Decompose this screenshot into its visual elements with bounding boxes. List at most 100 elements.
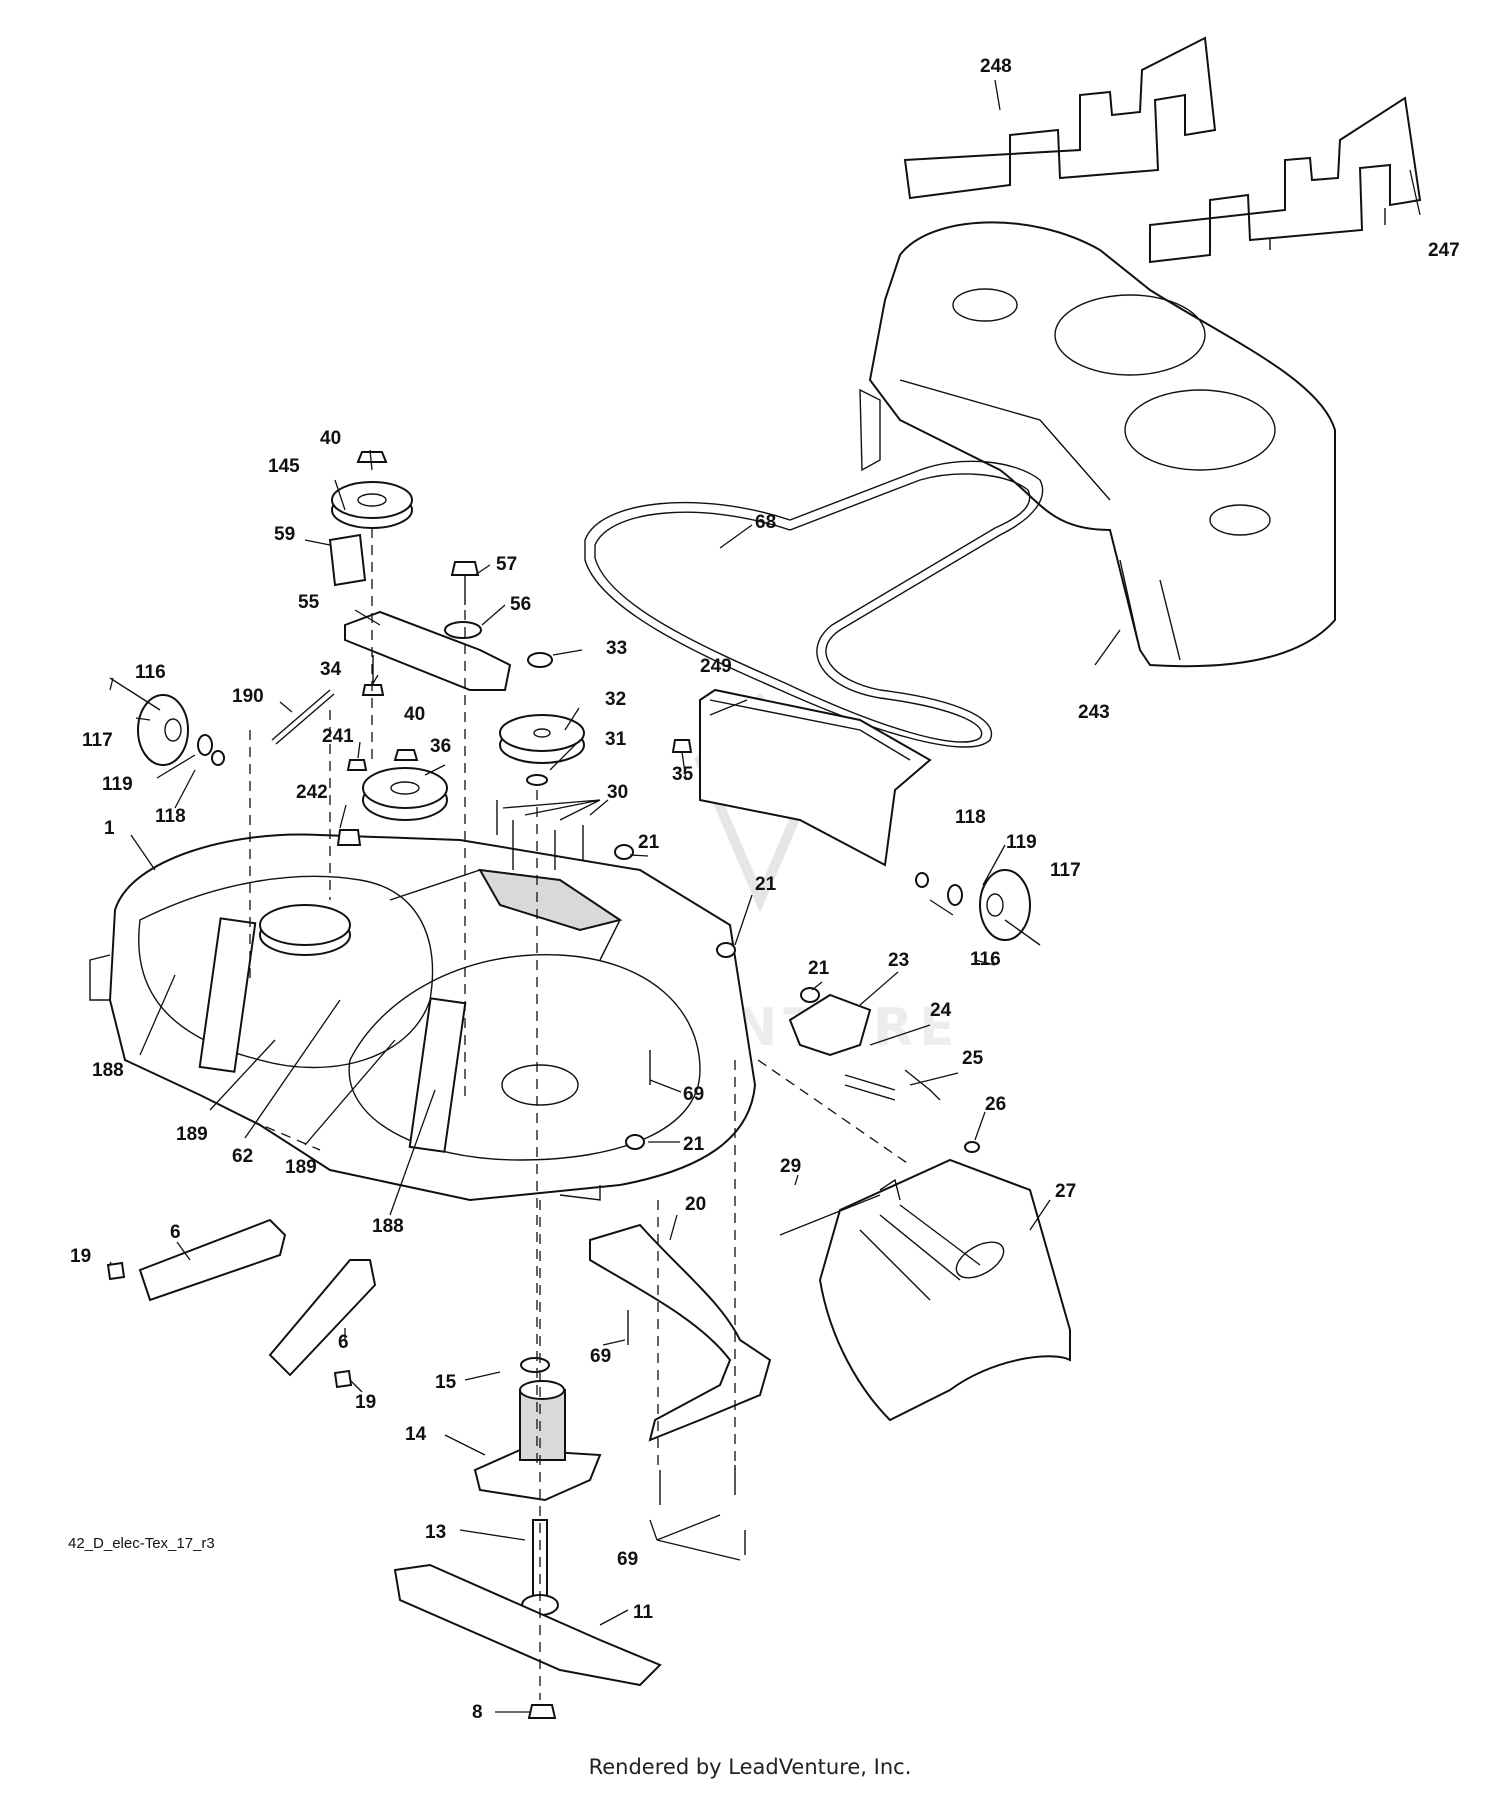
bolts-69 — [627, 1050, 746, 1555]
belt-cover-248 — [903, 36, 1217, 200]
bolts-30 — [496, 800, 584, 870]
callout-label: 34 — [320, 659, 342, 680]
callout-label: 241 — [322, 726, 354, 747]
callout-label: 243 — [1078, 702, 1110, 723]
callout-label: 188 — [92, 1060, 124, 1081]
callout-label: 190 — [232, 686, 264, 707]
callout-label: 6 — [170, 1222, 181, 1243]
bolt-57 — [450, 561, 480, 605]
bracket-23 — [788, 993, 872, 1057]
arm-6-upper — [106, 1218, 287, 1302]
bolt-34 — [361, 655, 385, 696]
callout-label: 55 — [298, 592, 320, 613]
spring-25 — [844, 1069, 941, 1101]
rod-29 — [779, 1194, 881, 1236]
callout-label: 145 — [268, 456, 300, 477]
blade-11 — [393, 1563, 662, 1687]
callout-label: 189 — [176, 1124, 208, 1145]
callout-label: 8 — [472, 1702, 483, 1723]
bolt-8 — [527, 1704, 557, 1719]
callout-label: 15 — [435, 1372, 457, 1393]
callout-label: 29 — [780, 1156, 801, 1177]
callout-label: 11 — [633, 1602, 654, 1623]
callout-label: 19 — [355, 1392, 376, 1413]
callout-label: 249 — [700, 656, 732, 677]
callout-label: 31 — [605, 729, 627, 750]
callout-label: 68 — [755, 512, 776, 533]
discharge-chute-27 — [818, 1158, 1071, 1422]
callout-label: 117 — [82, 730, 113, 751]
fastener-241 — [346, 759, 368, 771]
washer-26 — [964, 1141, 980, 1153]
callout-label: 25 — [962, 1048, 984, 1069]
callout-label: 69 — [617, 1549, 638, 1570]
render-credit: Rendered by LeadVenture, Inc. — [588, 1755, 912, 1779]
callout-label: 20 — [685, 1194, 706, 1215]
washer-31 — [526, 774, 548, 786]
callout-label: 33 — [606, 638, 627, 659]
callout-label: 21 — [638, 832, 660, 853]
callout-label: 21 — [683, 1134, 705, 1155]
callout-label: 56 — [510, 594, 531, 615]
callout-label: 117 — [1050, 860, 1081, 881]
fastener-242 — [336, 829, 362, 846]
washer-56 — [444, 621, 482, 639]
callout-label: 13 — [425, 1522, 446, 1543]
belt-guard-249 — [699, 688, 932, 867]
callout-label: 116 — [135, 662, 166, 683]
callout-labels: 248 247 243 68 249 40 145 59 57 56 55 33… — [70, 56, 1460, 1723]
callout-label: 30 — [607, 782, 628, 803]
callout-label: 40 — [320, 428, 341, 449]
callout-label: 119 — [102, 774, 133, 795]
spindle-housing-14 — [473, 1380, 602, 1502]
washer-15 — [520, 1357, 550, 1373]
belt-68 — [584, 460, 1044, 748]
deck-housing-cover-243 — [859, 221, 1336, 668]
bracket-59 — [328, 533, 367, 587]
pulley-32 — [499, 714, 585, 764]
callout-label: 57 — [496, 554, 517, 575]
callout-label: 21 — [808, 958, 830, 979]
callout-label: 27 — [1055, 1181, 1076, 1202]
callout-label: 248 — [980, 56, 1012, 77]
idler-pulley-145 — [331, 451, 413, 529]
callout-label: 23 — [888, 950, 909, 971]
callout-label: 36 — [430, 736, 451, 757]
callout-label: 62 — [232, 1146, 253, 1167]
callout-label: 59 — [274, 524, 295, 545]
callout-label: 35 — [672, 764, 694, 785]
callout-label: 14 — [405, 1424, 427, 1445]
callout-label: 118 — [955, 807, 986, 828]
callout-label: 40 — [404, 704, 425, 725]
pivot-arm-55 — [344, 610, 512, 691]
callout-label: 116 — [970, 949, 1001, 970]
callout-label: 21 — [755, 874, 777, 895]
gauge-wheel-left-117 — [109, 677, 225, 766]
arm-6-lower — [268, 1259, 377, 1389]
assembly-lines — [249, 528, 911, 1700]
gauge-wheel-right-117 — [915, 869, 1041, 946]
nut-33 — [527, 652, 553, 668]
callout-label: 69 — [590, 1346, 611, 1367]
callout-label: 26 — [985, 1094, 1006, 1115]
callout-label: 242 — [296, 782, 328, 803]
callout-label: 69 — [683, 1084, 704, 1105]
nuts-21 — [614, 844, 820, 1150]
drawing-code: 42_D_elec-Tex_17_r3 — [68, 1535, 215, 1552]
callout-label: 118 — [155, 806, 186, 827]
idler-pulley-36 — [362, 749, 448, 821]
callout-label: 19 — [70, 1246, 91, 1267]
mower-deck-1 — [89, 833, 757, 1202]
callout-label: 1 — [104, 818, 115, 839]
nut-35 — [671, 739, 693, 753]
callout-label: 32 — [605, 689, 626, 710]
callout-label: 189 — [285, 1157, 317, 1178]
callout-label: 6 — [338, 1332, 349, 1353]
callout-label: 247 — [1428, 240, 1460, 261]
callout-label: 24 — [930, 1000, 952, 1021]
callout-label: 188 — [372, 1216, 404, 1237]
baffle-20 — [589, 1223, 772, 1442]
spring-190 — [271, 689, 335, 745]
belt-cover-247 — [1149, 96, 1422, 264]
callout-label: 119 — [1006, 832, 1037, 853]
